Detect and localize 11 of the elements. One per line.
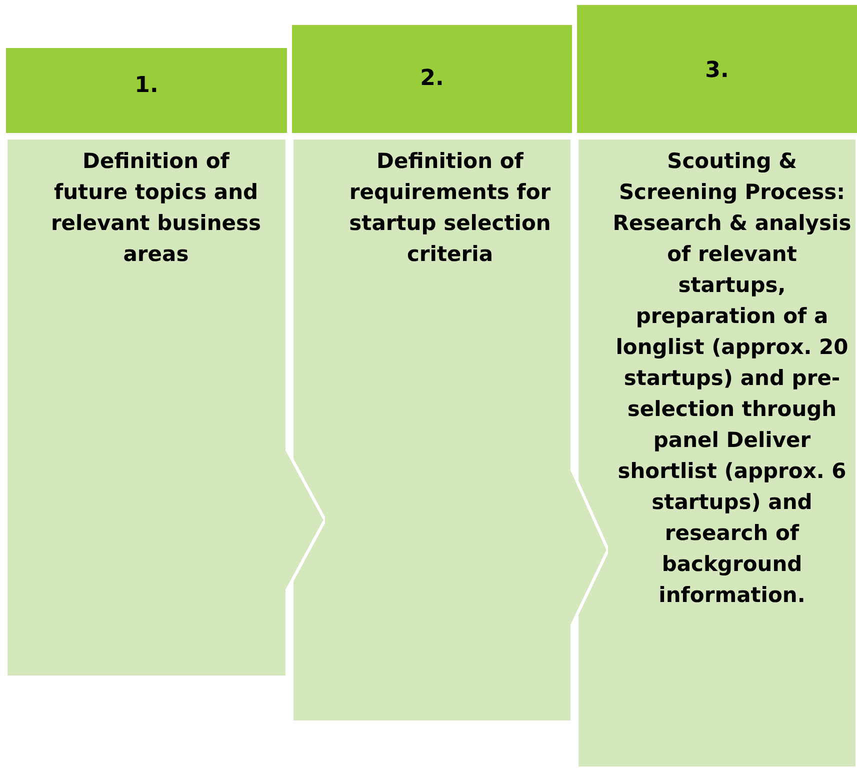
step-description: Definition of future topics and relevant business areas — [50, 148, 262, 268]
step-description: Scouting & Screening Process: Research & analysis of relevant startups, preparation of a longlist (approx. 20 startups) and pre-selection through panel Deliver shortlist (approx. 6 startups) and research of background information. — [612, 148, 852, 609]
step-number: 3. — [704, 57, 730, 85]
step-number: 2. — [419, 65, 445, 93]
step-number-header — [577, 5, 857, 133]
step-chevron-panel — [577, 138, 857, 768]
step-description: Definition of requirements for startup selection criteria — [348, 148, 552, 268]
step-number: 1. — [134, 72, 160, 100]
step-number-header — [292, 25, 572, 133]
step-chevron-panel — [6, 138, 325, 677]
step-number-header — [6, 48, 287, 133]
